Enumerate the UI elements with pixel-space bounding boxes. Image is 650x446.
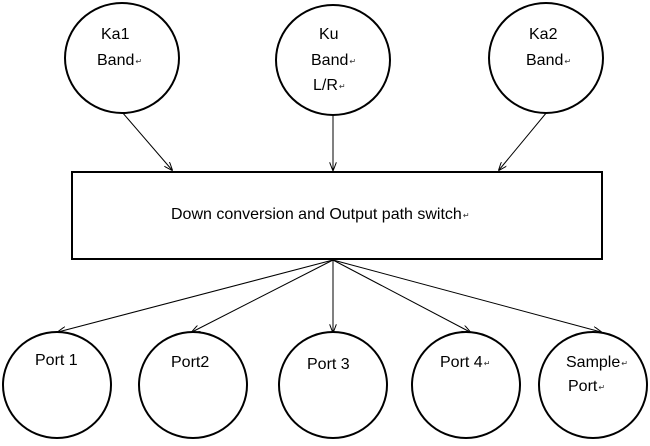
node-ka1-band-line2: Band (97, 51, 142, 72)
node-ka1-band-line1: Ka1 (101, 26, 130, 43)
node-ku-band-line1: Ku (319, 26, 339, 43)
return-mark-icon (349, 57, 356, 66)
arrow-ka1-to-switch (121, 111, 172, 170)
return-mark-icon (598, 383, 605, 392)
node-port-2-label: Port2 (171, 354, 210, 371)
node-port-1-label: Port 1 (35, 352, 78, 369)
node-port-1 (2, 331, 112, 439)
node-sample-port (538, 331, 648, 439)
arrow-switch-to-port2 (192, 259, 334, 332)
node-port-3-label: Port 3 (307, 356, 350, 373)
return-mark-icon (339, 82, 346, 91)
return-mark-icon (463, 211, 470, 220)
node-ku-band-line3: L/R (313, 76, 346, 97)
arrow-switch-to-sample-port (332, 259, 601, 332)
return-mark-icon (484, 359, 491, 368)
node-ku-band-line2: Band (311, 51, 356, 72)
node-ka1-band (64, 2, 180, 114)
return-mark-icon (564, 57, 571, 66)
node-port-4 (411, 331, 521, 439)
node-port-3 (278, 331, 388, 439)
node-sample-port-line2: Port (568, 377, 605, 398)
node-port-2 (138, 331, 248, 439)
node-port-4-label: Port 4 (440, 353, 490, 374)
arrow-ka2-to-switch (499, 111, 548, 170)
switch-box (71, 171, 603, 260)
node-sample-port-line1: Sample (566, 353, 628, 374)
node-ku-band (275, 4, 391, 116)
return-mark-icon (135, 57, 142, 66)
node-ka2-band (488, 2, 604, 114)
switch-box-label: Down conversion and Output path switch (171, 205, 470, 226)
return-mark-icon (621, 359, 628, 368)
node-ka2-band-line1: Ka2 (529, 26, 558, 43)
node-ka2-band-line2: Band (526, 51, 571, 72)
arrow-switch-to-port1 (58, 259, 334, 332)
arrow-switch-to-port4 (332, 259, 470, 332)
